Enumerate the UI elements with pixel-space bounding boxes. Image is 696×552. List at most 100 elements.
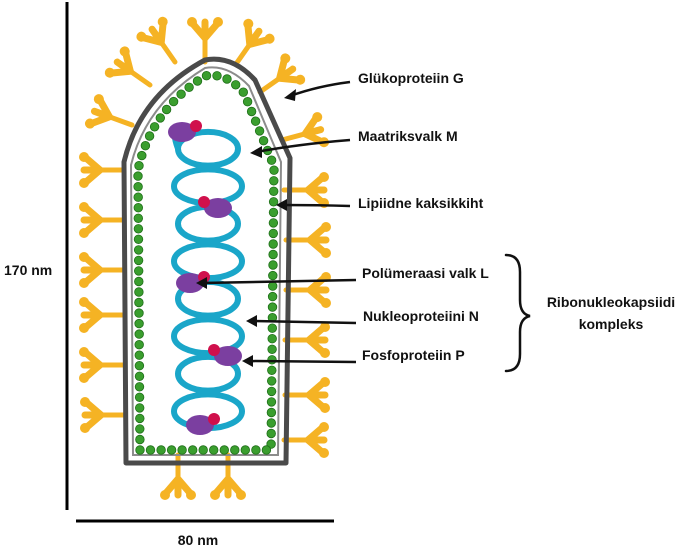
- label-complex-line1: Ribonukleokapsiidi: [546, 294, 676, 310]
- glycoprotein-spike: [187, 17, 223, 65]
- lipid-bead: [219, 445, 230, 455]
- polymerase-L: [176, 273, 204, 293]
- glycoprotein-spike: [79, 347, 127, 383]
- lipid-bead: [258, 135, 269, 146]
- spike-knob: [79, 347, 89, 357]
- spike-knob: [236, 490, 246, 500]
- arrowhead-matrix: [250, 146, 262, 158]
- spike-head: [212, 475, 244, 499]
- polymerase-L: [186, 415, 214, 435]
- spike-knob: [321, 248, 331, 258]
- lipid-bead: [161, 104, 172, 115]
- glycoprotein-spike: [79, 152, 127, 188]
- spike-knob: [79, 323, 89, 333]
- lipid-bead: [246, 106, 257, 117]
- lipid-bead: [269, 176, 279, 186]
- spike-head: [108, 49, 134, 77]
- label-lipid: Lipiidne kaksikkiht: [358, 195, 484, 211]
- spike-stalk: [279, 131, 308, 143]
- arrow-lipid: [281, 203, 351, 208]
- lipid-bead: [268, 270, 278, 281]
- spike-head: [139, 20, 167, 46]
- arrowhead-lipid: [276, 199, 287, 211]
- lipid-bead: [266, 397, 277, 407]
- lipid-bead: [268, 249, 278, 260]
- label-nucleoprotein: Nukleoproteiini N: [363, 308, 479, 324]
- lipid-bead: [134, 361, 145, 371]
- glycoprotein-spike: [104, 46, 153, 88]
- spike-knob: [320, 348, 330, 358]
- glycoprotein-spike: [282, 322, 330, 358]
- viral-envelope-inner: [129, 66, 283, 456]
- spike-head: [80, 154, 104, 186]
- spike-knob: [264, 33, 275, 44]
- helix-coil: [171, 316, 245, 357]
- arrowhead-glycoprotein: [284, 89, 296, 101]
- lipid-bead: [134, 160, 144, 171]
- lipid-bead: [133, 266, 144, 276]
- lipid-bead: [230, 445, 240, 455]
- lipid-bead: [149, 122, 160, 132]
- polymerase-L: [168, 122, 196, 142]
- spike-knob: [79, 297, 89, 307]
- spike-head: [306, 224, 330, 256]
- arrow-polymerase: [201, 278, 357, 285]
- glycoprotein-spike: [79, 297, 127, 333]
- glycoprotein-spike: [257, 53, 306, 95]
- spike-knob: [80, 423, 90, 433]
- width-label: 80 nm: [177, 532, 219, 548]
- lipid-bead: [250, 116, 261, 126]
- spike-knob: [320, 377, 330, 387]
- glycoprotein-spike: [80, 397, 128, 433]
- label-phosphoprotein: Fosfoproteiin P: [362, 347, 465, 363]
- spike-head: [80, 349, 104, 381]
- polymerase-complexes: [168, 120, 242, 435]
- lipid-bead: [133, 181, 143, 192]
- lipid-bead: [212, 71, 222, 81]
- spike-knob: [320, 322, 330, 332]
- spike-head: [304, 424, 328, 456]
- lipid-bead: [140, 140, 151, 151]
- lipid-bead: [261, 445, 272, 455]
- spike-knob: [319, 422, 329, 432]
- spike-knob: [210, 490, 220, 500]
- lipid-bead: [176, 89, 186, 99]
- spike-head: [305, 379, 329, 411]
- label-complex-line2: kompleks: [578, 316, 644, 332]
- lipid-bead: [155, 113, 166, 123]
- lipid-bead: [238, 87, 249, 97]
- lipid-bead: [230, 80, 241, 90]
- lipid-bead: [266, 386, 277, 397]
- spike-head: [301, 115, 326, 146]
- arrow-matrix: [255, 138, 351, 154]
- spike-knob: [280, 53, 291, 64]
- spike-knob: [84, 118, 95, 129]
- polymerase-L: [204, 198, 232, 218]
- glycoprotein-spike: [233, 18, 275, 67]
- lipid-bead: [267, 323, 278, 333]
- lipid-bead: [187, 445, 198, 455]
- complex-brace: [504, 253, 531, 373]
- spike-knob: [243, 18, 254, 29]
- lipid-bead: [135, 434, 145, 445]
- spike-stalk: [106, 114, 135, 128]
- label-matrix: Maatriksvalk M: [358, 128, 458, 144]
- spike-knob: [93, 94, 104, 105]
- lipid-bead: [134, 318, 144, 329]
- lipid-bead: [134, 276, 144, 287]
- lipid-bead: [268, 228, 279, 239]
- lipid-bead: [198, 445, 208, 455]
- spike-head: [80, 254, 104, 286]
- lipid-bead: [177, 445, 187, 455]
- spike-knob: [312, 112, 323, 123]
- label-polymerase: Polümeraasi valk L: [362, 265, 489, 281]
- lipid-bead: [266, 155, 277, 165]
- lipid-bead: [133, 255, 144, 266]
- arrow-nucleoprotein: [251, 319, 357, 325]
- lipid-bead: [267, 291, 278, 302]
- lipid-bead: [266, 418, 277, 428]
- spike-knob: [79, 278, 89, 288]
- lipid-bead: [168, 96, 179, 107]
- lipid-bead: [156, 445, 166, 455]
